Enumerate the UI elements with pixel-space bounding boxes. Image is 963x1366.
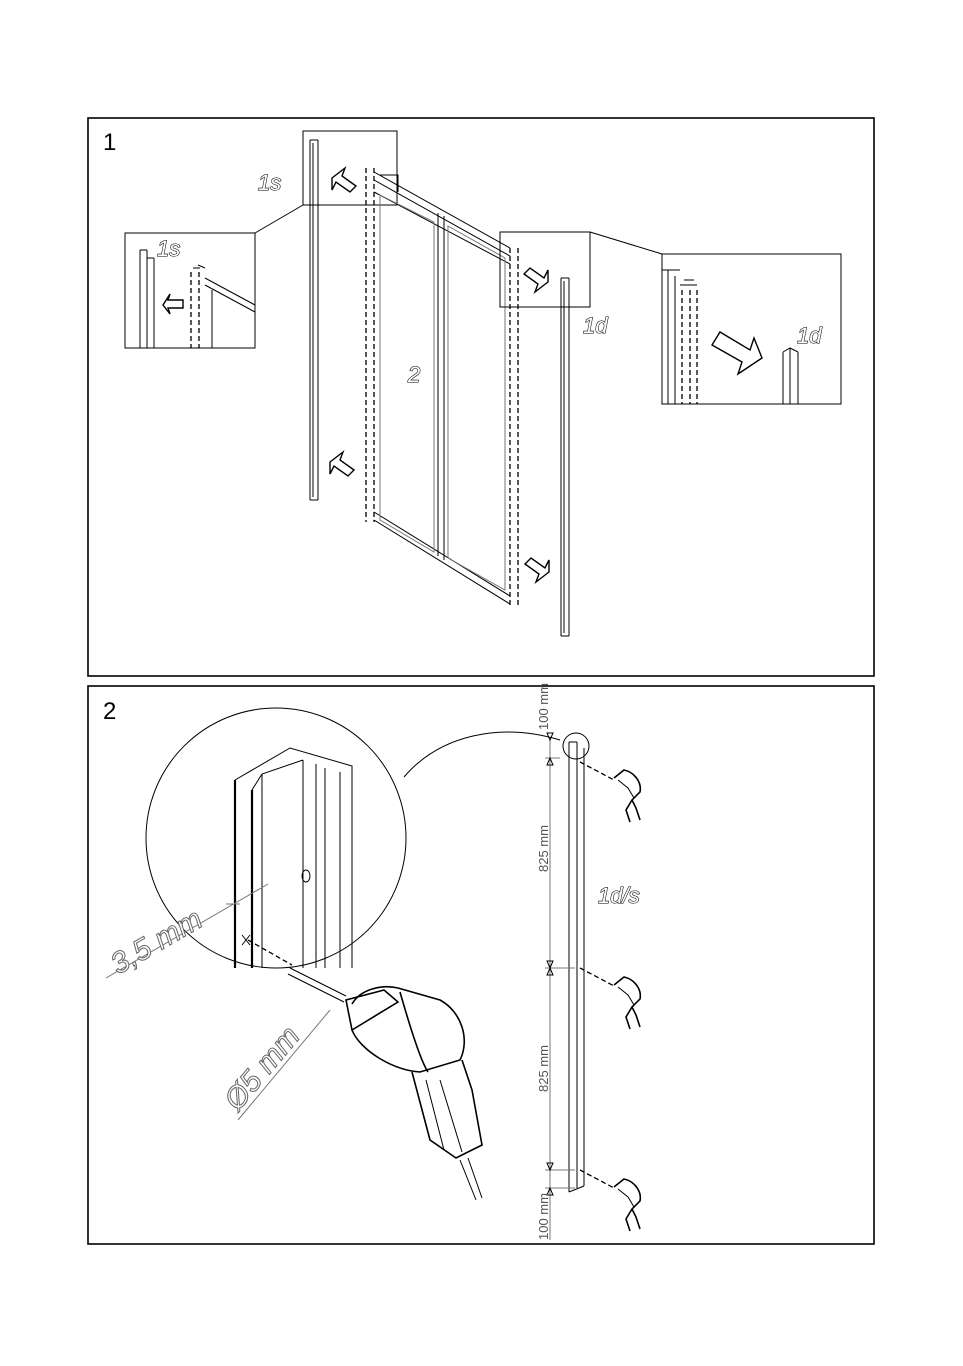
arrow-icon <box>712 332 762 374</box>
step-2-panel: 2 3,5 mm Ø5 mm <box>88 683 874 1244</box>
step-2-frame <box>88 686 874 1244</box>
left-wall-profile <box>310 140 318 500</box>
drill-diameter-dimension: Ø5 mm <box>217 1020 306 1117</box>
step-1-panel: 1 1s 1s 2 <box>88 118 874 676</box>
magnified-profile-detail <box>146 708 560 968</box>
wall-profile-1ds <box>563 733 589 1192</box>
bottom-margin-dimension: 100 mm <box>536 1193 551 1240</box>
drill-icon <box>614 977 640 1029</box>
upper-span-dimension: 825 mm <box>536 825 551 872</box>
zoom-marker-right <box>500 232 590 307</box>
arrow-icon <box>330 452 354 476</box>
step-2-number: 2 <box>103 698 116 725</box>
offset-dimension: 3,5 mm <box>105 902 208 981</box>
right-zoom-label: 1d <box>797 323 822 348</box>
shower-door <box>366 168 518 605</box>
left-zoom-label: 1s <box>157 236 180 261</box>
zoom-inset-left: 1s <box>125 233 255 348</box>
step-1-frame <box>88 118 874 676</box>
left-profile-label: 1s <box>258 170 281 195</box>
top-margin-dimension: 100 mm <box>536 683 551 730</box>
arrow-icon <box>525 558 549 582</box>
zoom-marker-top <box>303 131 397 205</box>
drill-bit <box>288 968 346 1002</box>
profile-label: 1d/s <box>598 883 640 908</box>
right-wall-profile <box>561 278 569 636</box>
lower-span-dimension: 825 mm <box>536 1045 551 1092</box>
arrow-icon <box>332 168 356 192</box>
drill-icon <box>346 987 482 1200</box>
drill-icon <box>614 1179 640 1231</box>
arrow-icon <box>524 268 548 292</box>
step-1-number: 1 <box>103 129 116 156</box>
dimension-line <box>545 733 575 1240</box>
zoom-inset-right: 1d <box>662 254 841 404</box>
arrow-icon <box>163 294 183 314</box>
door-label: 2 <box>407 362 420 387</box>
drill-icon <box>614 770 640 822</box>
right-profile-label: 1d <box>583 313 608 338</box>
